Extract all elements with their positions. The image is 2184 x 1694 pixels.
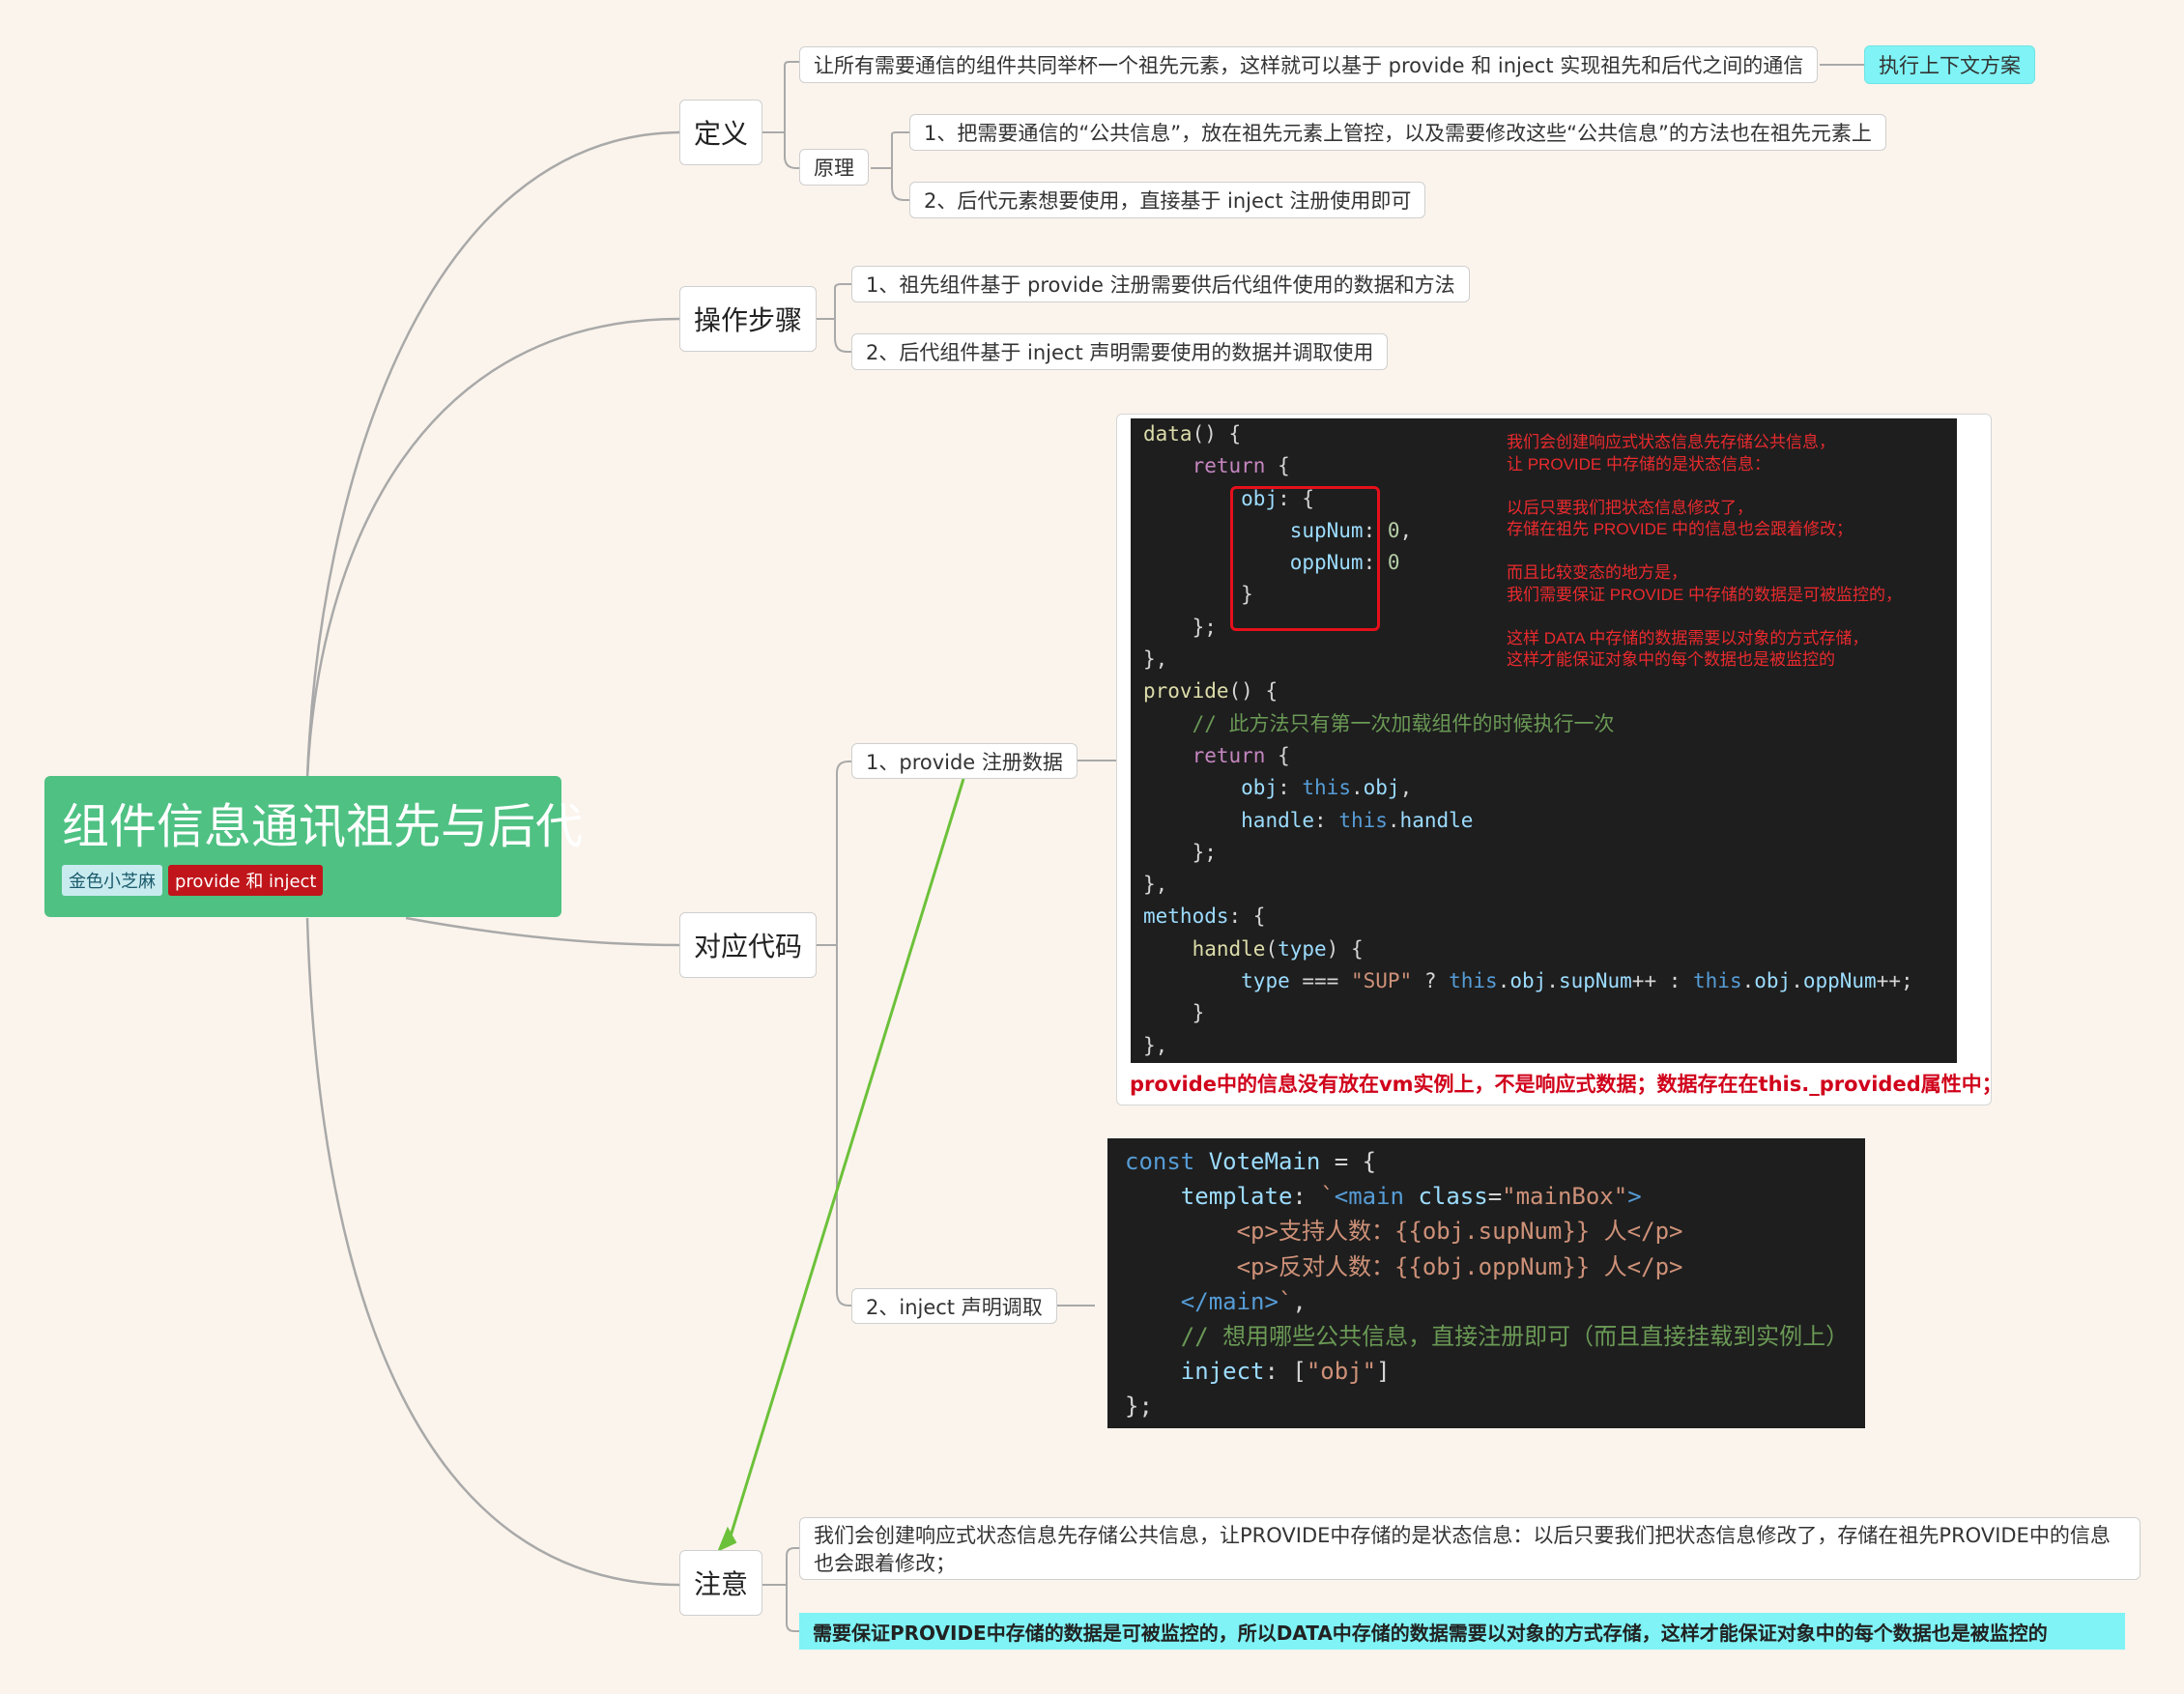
topic-attention[interactable]: 注意 <box>679 1550 763 1616</box>
code-line: handle: this.handle <box>1241 808 1474 832</box>
step-item-1[interactable]: 1、祖先组件基于 provide 注册需要供后代组件使用的数据和方法 <box>851 266 1470 302</box>
root-title: 组件信息通讯祖先与后代 <box>62 799 584 854</box>
highlight-box <box>1230 486 1380 631</box>
code-line: return { <box>1192 454 1290 478</box>
code-line: template: `<main class="mainBox"> <box>1180 1183 1642 1211</box>
code-line: <p>支持人数：{{obj.supNum}} 人</p> <box>1236 1218 1683 1246</box>
inject-declare-node[interactable]: 2、inject 声明调取 <box>851 1288 1057 1324</box>
topic-principle[interactable]: 原理 <box>799 149 869 186</box>
code-line: } <box>1143 1001 1205 1025</box>
attention-text[interactable]: 我们会创建响应式状态信息先存储公共信息，让PROVIDE中存储的是状态信息：以后… <box>799 1517 2141 1580</box>
code-line: }, <box>1143 647 1168 672</box>
inject-code-block: const VoteMain = { template: `<main clas… <box>1107 1138 1865 1428</box>
provide-code-image: data() { return { obj: { supNum: 0, oppN… <box>1116 414 2002 1105</box>
definition-text[interactable]: 让所有需要通信的组件共同举杯一个祖先元素，这样就可以基于 provide 和 i… <box>799 46 1819 83</box>
code-line: handle(type) { <box>1192 936 1364 961</box>
code-line: }; <box>1143 615 1217 639</box>
code-line: provide() { <box>1143 679 1279 703</box>
code-line: supNum: 0, <box>1289 518 1413 542</box>
code-line: }; <box>1143 840 1217 864</box>
root-topic[interactable]: 组件信息通讯祖先与后代 金色小芝麻 provide 和 inject <box>44 776 584 917</box>
topic-code[interactable]: 对应代码 <box>679 912 818 978</box>
root-tags: 金色小芝麻 provide 和 inject <box>62 865 544 896</box>
code-line: }, <box>1143 1033 1168 1057</box>
topic-definition[interactable]: 定义 <box>679 100 763 165</box>
topic-steps[interactable]: 操作步骤 <box>679 286 818 352</box>
code-line: methods: { <box>1143 904 1266 929</box>
code-line: }, <box>1143 873 1168 897</box>
provide-code-block: data() { return { obj: { supNum: 0, oppN… <box>1131 418 1957 1063</box>
code-line: data() { <box>1143 422 1242 445</box>
topic-tag: provide 和 inject <box>168 865 324 896</box>
provide-warning: provide中的信息没有放在vm实例上，不是响应式数据；数据存在在this._… <box>1130 1073 2002 1096</box>
code-line: inject: ["obj"] <box>1180 1358 1391 1386</box>
attention-highlight[interactable]: 需要保证PROVIDE中存储的数据是可被监控的，所以DATA中存储的数据需要以对… <box>799 1613 2125 1650</box>
code-line: obj: { <box>1241 486 1315 510</box>
definition-note[interactable]: 执行上下文方案 <box>1864 45 2035 84</box>
code-line: // 此方法只有第一次加载组件的时候执行一次 <box>1192 711 1615 735</box>
step-item-2[interactable]: 2、后代组件基于 inject 声明需要使用的数据并调取使用 <box>851 333 1389 370</box>
principle-item-2[interactable]: 2、后代元素想要使用，直接基于 inject 注册使用即可 <box>909 182 1426 218</box>
code-line: <p>反对人数：{{obj.oppNum}} 人</p> <box>1236 1252 1683 1280</box>
principle-item-1[interactable]: 1、把需要通信的“公共信息”，放在祖先元素上管控，以及需要修改这些“公共信息”的… <box>909 114 1886 151</box>
code-line: const VoteMain = { <box>1125 1148 1377 1175</box>
code-line: }; <box>1125 1393 1153 1421</box>
code-line: // 想用哪些公共信息，直接注册即可（而且直接挂载到实例上） <box>1180 1323 1850 1351</box>
provide-register-node[interactable]: 1、provide 注册数据 <box>851 743 1078 779</box>
code-line: } <box>1143 583 1253 607</box>
annotation-notes: 我们会创建响应式状态信息先存储公共信息， 让 PROVIDE 中存储的是状态信息… <box>1507 433 1902 669</box>
code-line: </main>`, <box>1180 1287 1307 1315</box>
code-line: obj: this.obj, <box>1241 776 1413 800</box>
code-line: type === "SUP" ? this.obj.supNum++ : thi… <box>1241 969 1913 993</box>
code-line: return { <box>1192 743 1290 767</box>
code-line: oppNum: 0 <box>1289 551 1400 575</box>
author-tag: 金色小芝麻 <box>62 865 162 896</box>
